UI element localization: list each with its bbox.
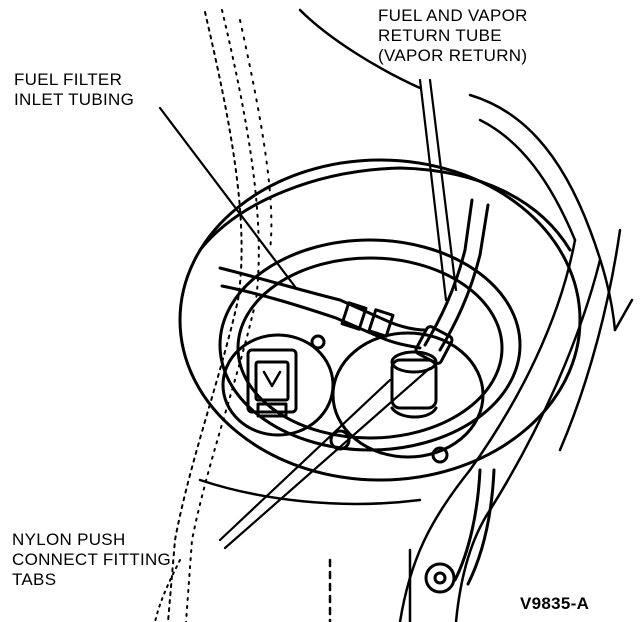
leader-lines xyxy=(158,78,458,550)
label-line: NYLON PUSH xyxy=(12,530,126,549)
pump-body xyxy=(310,331,485,464)
label-fuel-filter-inlet-tubing: FUEL FILTER INLET TUBING xyxy=(14,70,134,110)
label-line: (VAPOR RETURN) xyxy=(378,46,528,65)
leader-vapor-return-b xyxy=(418,78,448,302)
figure-id: V9835-A xyxy=(520,594,590,613)
label-line: FUEL FILTER xyxy=(14,70,123,89)
tank-opening xyxy=(178,158,582,482)
body-panel-right xyxy=(298,8,634,622)
label-nylon-push-connect-tabs: NYLON PUSH CONNECT FITTING TABS xyxy=(12,530,171,590)
leader-vapor-return-a xyxy=(428,78,458,292)
vapor-return-tube xyxy=(414,198,490,365)
label-line: RETURN TUBE xyxy=(378,26,502,45)
fuel-filter-tube xyxy=(218,266,427,350)
floor-lines xyxy=(198,478,422,622)
leader-nylon-a xyxy=(218,378,392,542)
label-fuel-vapor-return-tube: FUEL AND VAPOR RETURN TUBE (VAPOR RETURN… xyxy=(378,6,528,66)
body-panel-left xyxy=(154,9,273,622)
side-tube xyxy=(424,468,496,594)
label-line: INLET TUBING xyxy=(14,90,135,109)
electrical-connector xyxy=(221,333,335,437)
leader-nylon-b xyxy=(223,366,432,550)
label-line: CONNECT FITTING xyxy=(12,550,172,569)
label-line: TABS xyxy=(12,570,57,589)
label-line: FUEL AND VAPOR xyxy=(378,6,528,25)
leader-fuel-filter xyxy=(158,106,298,290)
